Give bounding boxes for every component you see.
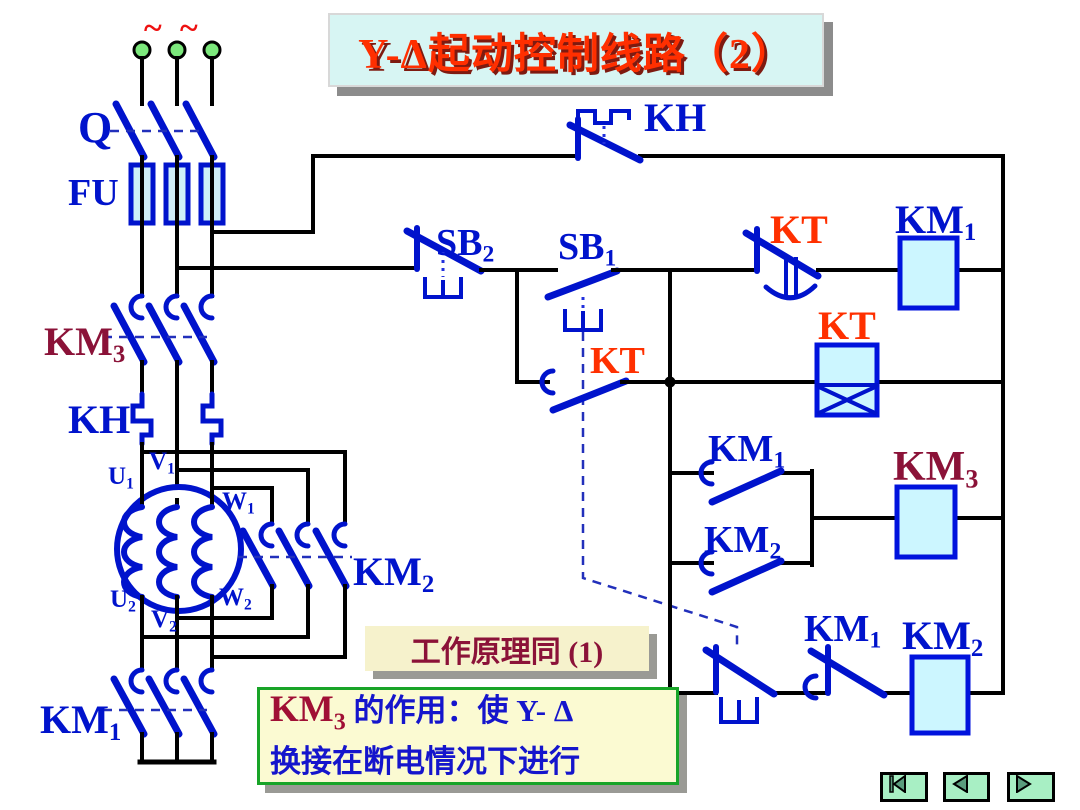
supply-terminal-icon [202,40,222,60]
label-kt-coil: KT [818,303,876,348]
label-km3-main: KM3 [44,319,126,368]
next-page-icon [1016,775,1032,793]
label-fu: FU [68,172,119,214]
kt-no-selfhold-contact [539,368,630,414]
label-km1-interlock: KM1 [804,608,882,654]
label-km2-main: KM2 [353,549,435,598]
label-u2: U2 [110,586,136,616]
label-km3-coil: KM3 [893,444,979,494]
km2-aux-no-contact [698,549,785,596]
sb1-start-button [544,267,739,649]
motor-winding-icon [156,504,180,600]
km3-coil [894,484,958,560]
ac-tilde-mark: ~ [144,10,162,47]
sb1-nc-contact [702,644,778,724]
note2-line2: 换接在断电情况下进行 [270,744,580,780]
label-kt-selfhold: KT [590,340,645,382]
kh-heater-elements [130,391,224,447]
kh-nc-contact [566,109,644,164]
title-banner: Y-Δ起动控制线路（2） [328,13,824,87]
next-slide-button[interactable] [1007,772,1055,802]
note2-line1: KM3 的作用：使 Y- Δ [270,688,574,736]
previous-page-icon [952,775,968,793]
label-sb2: SB2 [436,222,495,268]
motor [114,484,244,614]
label-km1-aux: KM1 [708,428,786,474]
label-km1-coil: KM1 [895,197,977,246]
label-kh-left: KH [68,397,131,442]
label-u1: U1 [108,463,134,493]
disconnect-switch-q [110,100,218,161]
sb2-stop-button [403,225,485,299]
note1-text: 工作原理同 (1) [410,635,604,669]
power-circuit [103,40,419,765]
label-km1-main: KM1 [40,697,122,746]
label-kh-top: KH [644,95,707,140]
label-kt-nc: KT [770,207,828,252]
kt-nc-delayed-contact [742,226,822,301]
control-circuit [311,109,1005,736]
motor-winding-icon [121,504,145,600]
first-slide-button[interactable] [880,772,928,802]
label-w1: W1 [222,488,255,518]
km1-nc-interlock-contact [802,644,888,701]
km1-coil [897,235,960,311]
note-box-km3-function: KM3 的作用：使 Y- Δ 换接在断电情况下进行 [257,687,679,785]
label-sb1: SB1 [558,226,617,272]
label-v2: V2 [151,606,177,636]
km3-main-contacts [103,293,218,366]
label-v1: V1 [149,448,175,478]
km2-main-contacts [238,521,352,590]
label-km2-aux: KM2 [704,519,782,565]
label-q: Q [78,103,113,152]
km1-aux-no-contact [698,459,785,506]
page-title: Y-Δ起动控制线路（2） [358,31,794,78]
label-w2: W2 [219,584,252,614]
label-km2-coil: KM2 [902,613,984,662]
kt-coil [814,342,880,418]
motor-winding-icon [191,504,215,600]
km2-coil [909,654,971,736]
km1-main-contacts [103,667,218,738]
ac-tilde-mark: ~ [180,10,198,47]
note-box-principle: 工作原理同 (1) [365,626,649,671]
previous-slide-button[interactable] [943,772,990,802]
first-page-icon [889,775,906,793]
